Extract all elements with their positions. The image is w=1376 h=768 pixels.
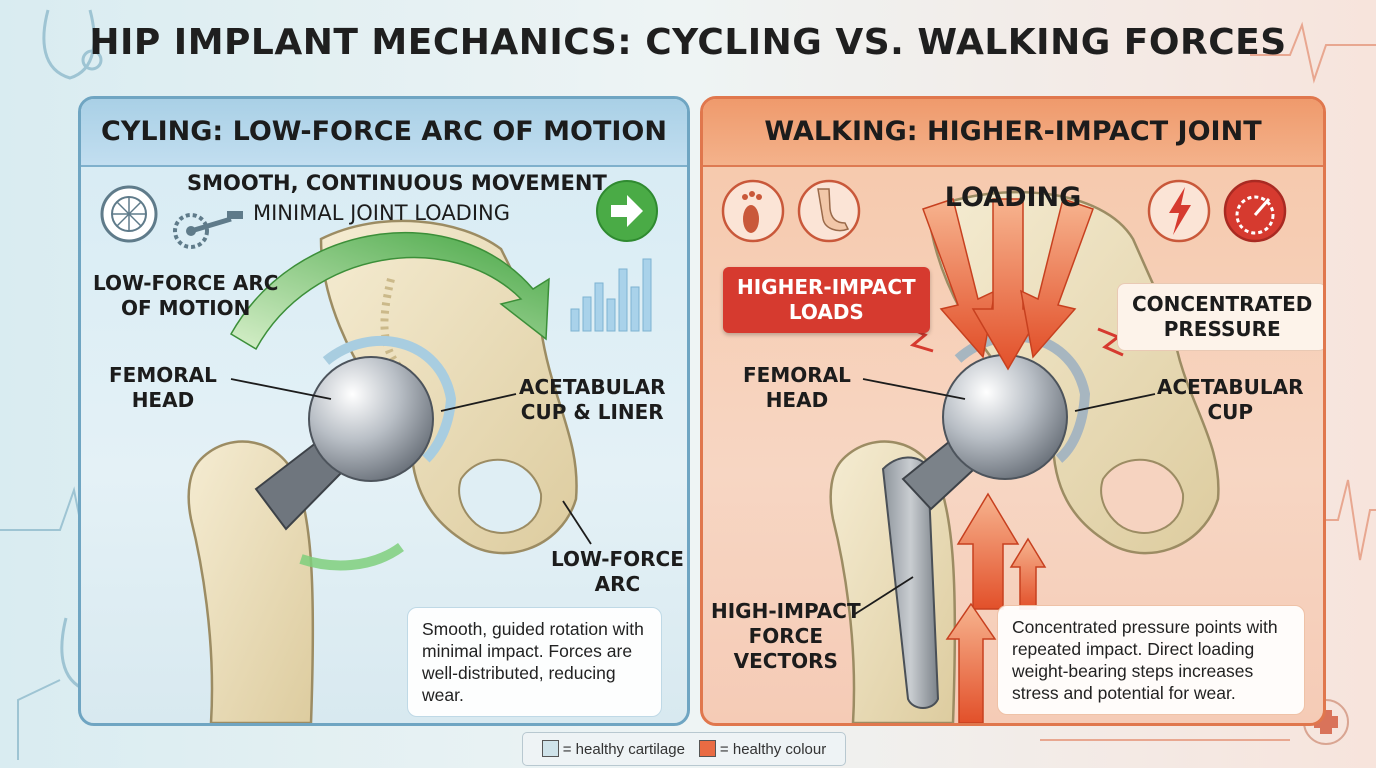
walking-header: WALKING: HIGHER-IMPACT JOINT LOADING: [703, 99, 1323, 213]
upward-force-arrows: [945, 492, 1047, 723]
cycling-description: Smooth, guided rotation with minimal imp…: [407, 607, 662, 717]
bicycle-wheel-icon: [100, 185, 158, 243]
arc-line1: LOW-FORCE ARC: [93, 271, 279, 295]
cycling-header: CYLING: LOW-FORCE ARC OF MOTION: [81, 99, 687, 167]
cycling-subtitle: MINIMAL JOINT LOADING: [253, 201, 511, 225]
heartbeat-line-top-right: [1250, 21, 1376, 84]
acetabular-leader-walking: [1074, 393, 1156, 412]
stethoscope-icon: [42, 9, 103, 80]
walking-hip-illustration: [721, 179, 1287, 723]
downward-force-arrows: [922, 198, 1094, 371]
vectors-leader: [854, 576, 914, 615]
legend-item-cartilage: = healthy cartilage: [541, 740, 685, 758]
arrow-right-icon: [596, 180, 658, 242]
walking-description: Concentrated pressure points with repeat…: [997, 605, 1305, 715]
legend-item-colour: = healthy colour: [698, 740, 826, 758]
page-title: HIP IMPLANT MECHANICS: CYCLING VS. WALKI…: [89, 22, 1287, 63]
footprint-icon: [721, 179, 785, 243]
cycling-subtitle-bold: SMOOTH, CONTINUOUS MOVEMENT: [187, 171, 607, 195]
walking-panel: WALKING: HIGHER-IMPACT JOINT LOADING HIG…: [700, 96, 1326, 726]
heartbeat-line-right: [1320, 479, 1376, 561]
lightning-icon: [1147, 179, 1211, 243]
low-arc-leader: [562, 500, 592, 545]
cycling-hip-illustration: [100, 180, 658, 723]
acetabular-leader: [440, 393, 517, 412]
bar-chart-icon: [570, 258, 652, 332]
crank-pedal-icon: [173, 211, 243, 249]
femoral-leader-walking: [862, 378, 966, 400]
legend: = healthy cartilage = healthy colour: [522, 732, 846, 766]
arc-line2: OF MOTION: [121, 296, 251, 320]
femoral-leader: [230, 378, 332, 400]
cycling-panel: CYLING: LOW-FORCE ARC OF MOTION SMOOTH, …: [78, 96, 690, 726]
legend-swatch-colour: [698, 740, 716, 757]
legend-swatch-cartilage: [541, 740, 559, 757]
foot-icon: [797, 179, 861, 243]
gauge-icon: [1223, 179, 1287, 243]
